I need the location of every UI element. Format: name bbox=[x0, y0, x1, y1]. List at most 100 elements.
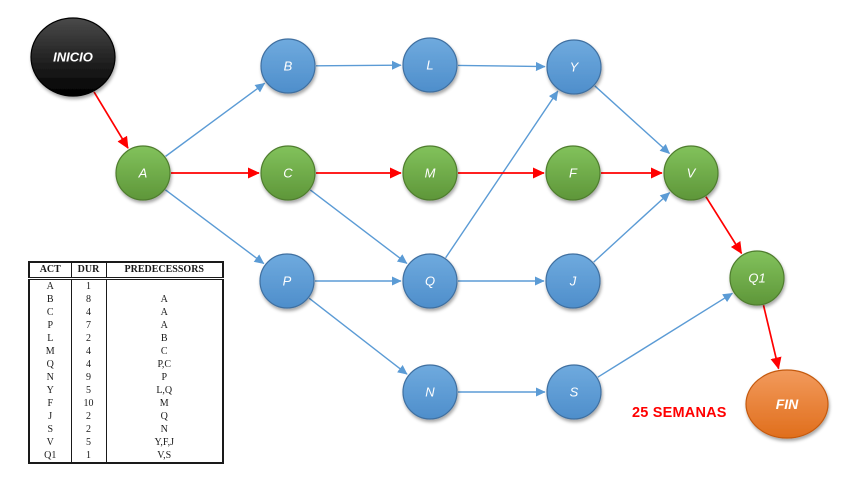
table-cell: 10 bbox=[71, 397, 107, 410]
node-label-C: C bbox=[283, 166, 293, 181]
edge-C-Q bbox=[309, 189, 408, 265]
node-circle-FIN bbox=[745, 369, 829, 439]
node-N: N bbox=[402, 364, 458, 420]
header-act: ACT bbox=[29, 262, 72, 280]
edge-A-B bbox=[165, 82, 266, 157]
node-J: J bbox=[545, 253, 601, 309]
node-M: M bbox=[402, 145, 458, 201]
node-L: L bbox=[402, 37, 458, 93]
table-cell: P bbox=[29, 319, 72, 332]
node-INICIO: INICIO bbox=[30, 17, 116, 97]
edge-L-Y bbox=[457, 61, 546, 72]
edge-S-Q1 bbox=[597, 292, 733, 378]
node-label-V: V bbox=[687, 166, 697, 181]
table-cell: F bbox=[29, 397, 72, 410]
node-label-FIN: FIN bbox=[776, 396, 799, 412]
table-cell: B bbox=[160, 333, 168, 344]
table-cell: 8 bbox=[71, 293, 107, 306]
node-P: P bbox=[259, 253, 315, 309]
node-circle-B bbox=[260, 38, 316, 94]
table-cell: S bbox=[29, 423, 72, 436]
table-cell: 9 bbox=[71, 371, 107, 384]
table-cell: Q bbox=[160, 411, 168, 422]
node-Q1: Q1 bbox=[729, 250, 785, 306]
node-B: B bbox=[260, 38, 316, 94]
table-cell: P bbox=[161, 372, 168, 383]
table-cell: 2 bbox=[71, 332, 107, 345]
table-cell: Y,F,J bbox=[154, 437, 175, 448]
table-cell: A bbox=[160, 320, 168, 331]
table-cell: 4 bbox=[71, 345, 107, 358]
table-cell: 5 bbox=[71, 436, 107, 449]
table-cell: A bbox=[160, 307, 168, 318]
table-cell: L,Q bbox=[156, 385, 173, 396]
table-cell: L bbox=[29, 332, 72, 345]
node-label-S: S bbox=[570, 385, 579, 400]
table-cell: 4 bbox=[71, 306, 107, 319]
node-circle-J bbox=[545, 253, 601, 309]
table-cell: 4 bbox=[71, 358, 107, 371]
node-label-A: A bbox=[138, 166, 148, 181]
table-cell: 5 bbox=[71, 384, 107, 397]
node-label-Y: Y bbox=[570, 60, 580, 75]
table-cell: 1 bbox=[71, 449, 107, 463]
table-cell: B bbox=[29, 293, 72, 306]
table-cell: Q1 bbox=[29, 449, 72, 463]
node-Y: Y bbox=[546, 39, 602, 95]
table-cell: Q bbox=[29, 358, 72, 371]
node-label-B: B bbox=[284, 59, 293, 74]
node-circle-Y bbox=[546, 39, 602, 95]
table-cell: A bbox=[29, 278, 72, 293]
table-cell bbox=[106, 279, 223, 294]
table-cell: C bbox=[160, 346, 168, 357]
node-S: S bbox=[546, 364, 602, 420]
edge-Q-Y bbox=[445, 90, 559, 259]
node-circle-L bbox=[402, 37, 458, 93]
node-circle-C bbox=[260, 145, 316, 201]
table-cell: V,S bbox=[157, 450, 172, 461]
table-cell: Y bbox=[29, 384, 72, 397]
table-cell: J bbox=[29, 410, 72, 423]
edge-V-Q1 bbox=[705, 196, 743, 255]
table-header-row: ACT DUR PREDECESSORS bbox=[29, 262, 223, 280]
node-V: V bbox=[663, 145, 719, 201]
node-label-INICIO: INICIO bbox=[53, 50, 93, 65]
node-circle-S bbox=[546, 364, 602, 420]
node-C: C bbox=[260, 145, 316, 201]
table-cell: C bbox=[29, 306, 72, 319]
node-label-N: N bbox=[425, 385, 435, 400]
edge-P-N bbox=[308, 297, 408, 375]
node-label-P: P bbox=[283, 274, 292, 289]
node-circle-Q1 bbox=[729, 250, 785, 306]
table-cell: M bbox=[159, 398, 169, 409]
table-cell: 1 bbox=[71, 278, 107, 293]
edge-B-L bbox=[315, 60, 402, 70]
table-cell: M bbox=[29, 345, 72, 358]
edge-Q1-FIN bbox=[762, 305, 782, 370]
table-cell: P,C bbox=[157, 359, 172, 370]
table-cell: N bbox=[29, 371, 72, 384]
node-label-Q1: Q1 bbox=[748, 271, 765, 286]
node-circle-A bbox=[115, 145, 171, 201]
table-cell: 2 bbox=[71, 410, 107, 423]
table-cell: 7 bbox=[71, 319, 107, 332]
node-label-Q: Q bbox=[425, 274, 435, 289]
edge-Y-V bbox=[594, 85, 670, 155]
node-circle-INICIO bbox=[30, 17, 116, 97]
